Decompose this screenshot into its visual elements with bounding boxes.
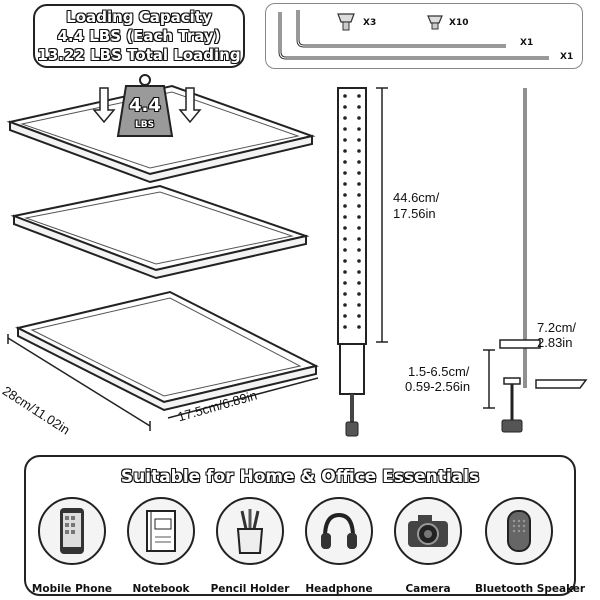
pole-hole: [357, 237, 361, 241]
arm-length-cm: 7.2cm/: [537, 320, 577, 335]
notebook-icon: [127, 497, 195, 565]
pole-hole: [357, 204, 361, 208]
pole-height-in: 17.56in: [393, 206, 436, 221]
pole-hole: [343, 314, 347, 318]
trays-illustration: [6, 74, 319, 431]
pole-hole: [357, 226, 361, 230]
camera-icon: [394, 497, 462, 565]
weight-unit: LBS: [135, 120, 155, 130]
wrench-long-qty: X1: [560, 52, 574, 62]
essentials-title: Suitable for Home & Office Essentials: [120, 467, 480, 487]
pole-hole: [343, 237, 347, 241]
bluetooth-speaker-icon: [485, 497, 553, 565]
pole-hole: [357, 94, 361, 98]
pole-hole: [357, 171, 361, 175]
essentials-panel: Suitable for Home & Office Essentials Mo…: [24, 455, 586, 596]
pole-hole: [357, 116, 361, 120]
essential-item-headphone: Headphone: [295, 497, 383, 595]
pole-hole: [357, 303, 361, 307]
pole-hole: [343, 226, 347, 230]
pole-hole: [343, 182, 347, 186]
pole-hole: [357, 160, 361, 164]
pole-hole: [343, 259, 347, 263]
hardware-drawing: [278, 10, 549, 60]
pole-hole: [357, 314, 361, 318]
pole-hole: [357, 105, 361, 109]
pole-hole: [357, 281, 361, 285]
pole-hole: [357, 182, 361, 186]
pole-hole: [343, 292, 347, 296]
pole-hole: [357, 138, 361, 142]
pole-hole: [357, 149, 361, 153]
pole-hole: [357, 292, 361, 296]
essential-label: Mobile Phone: [31, 583, 113, 595]
headphone-icon: [305, 497, 373, 565]
essential-label: Headphone: [305, 583, 373, 595]
pole-hole: [343, 94, 347, 98]
essential-item-camera: Camera: [384, 497, 472, 595]
pole-hole: [343, 303, 347, 307]
pole-hole: [343, 193, 347, 197]
pole-hole: [357, 248, 361, 252]
essential-item-notebook: Notebook: [117, 497, 205, 595]
pole-hole: [343, 270, 347, 274]
capacity-title: Loading Capacity: [66, 7, 212, 26]
pole-hole: [343, 215, 347, 219]
pole-hole: [343, 105, 347, 109]
pole-hole: [357, 215, 361, 219]
screw-large-icon: [427, 15, 443, 30]
tray-bottom: [15, 290, 319, 412]
clamp-range-dimension: [483, 349, 495, 409]
pole-hole: [357, 325, 361, 329]
pole-hole: [357, 127, 361, 131]
pole-illustration: [337, 87, 367, 437]
pencil-holder-icon: [216, 497, 284, 565]
pole-hole: [343, 248, 347, 252]
pole-hole: [343, 171, 347, 175]
capacity-total: 13.22 LBS Total Loading: [37, 45, 241, 64]
arm-length-in: 2.83in: [537, 335, 573, 350]
essential-item-pencil-holder: Pencil Holder: [206, 497, 294, 595]
tray-middle: [10, 184, 310, 280]
pole-hole: [343, 127, 347, 131]
screw-small-icon: [337, 13, 355, 31]
pole-hole: [343, 204, 347, 208]
essential-label: Bluetooth Speaker: [475, 583, 586, 595]
pole-hole: [357, 259, 361, 263]
pole-hole: [343, 325, 347, 329]
clamp-range-in: 0.59-2.56in: [405, 379, 471, 394]
arrow-down-icon: [178, 87, 202, 124]
essential-label: Pencil Holder: [210, 583, 290, 595]
pole-hole: [343, 281, 347, 285]
wrench-short-qty: X1: [520, 38, 534, 48]
pole-hole: [343, 149, 347, 153]
screw-large-qty: X10: [449, 18, 469, 28]
pole-height-dimension: [376, 87, 388, 343]
arrow-down-icon: [92, 87, 116, 124]
weight-icon: [116, 74, 174, 137]
pole-hole: [343, 160, 347, 164]
loading-capacity-box: Loading Capacity 4.4 LBS (Each Tray) 13.…: [33, 4, 245, 68]
hardware-box: X3 X10 X1 X1: [265, 3, 583, 69]
mobile-phone-icon: [38, 497, 106, 565]
pole-hole: [343, 116, 347, 120]
screw-small-qty: X3: [363, 18, 377, 28]
essential-item-mobile-phone: Mobile Phone: [28, 497, 116, 595]
pole-hole: [343, 138, 347, 142]
pole-hole: [357, 193, 361, 197]
essential-label: Notebook: [132, 583, 190, 595]
capacity-per-tray: 4.4 LBS (Each Tray): [57, 26, 221, 45]
weight-value: 4.4: [129, 95, 161, 116]
clamp-range-cm: 1.5-6.5cm/: [408, 364, 470, 379]
pole-hole: [357, 270, 361, 274]
pole-height-cm: 44.6cm/: [393, 190, 440, 205]
essential-label: Camera: [405, 583, 451, 595]
clamp-illustration: [499, 88, 588, 433]
essential-item-bluetooth-speaker: Bluetooth Speaker: [475, 497, 586, 595]
